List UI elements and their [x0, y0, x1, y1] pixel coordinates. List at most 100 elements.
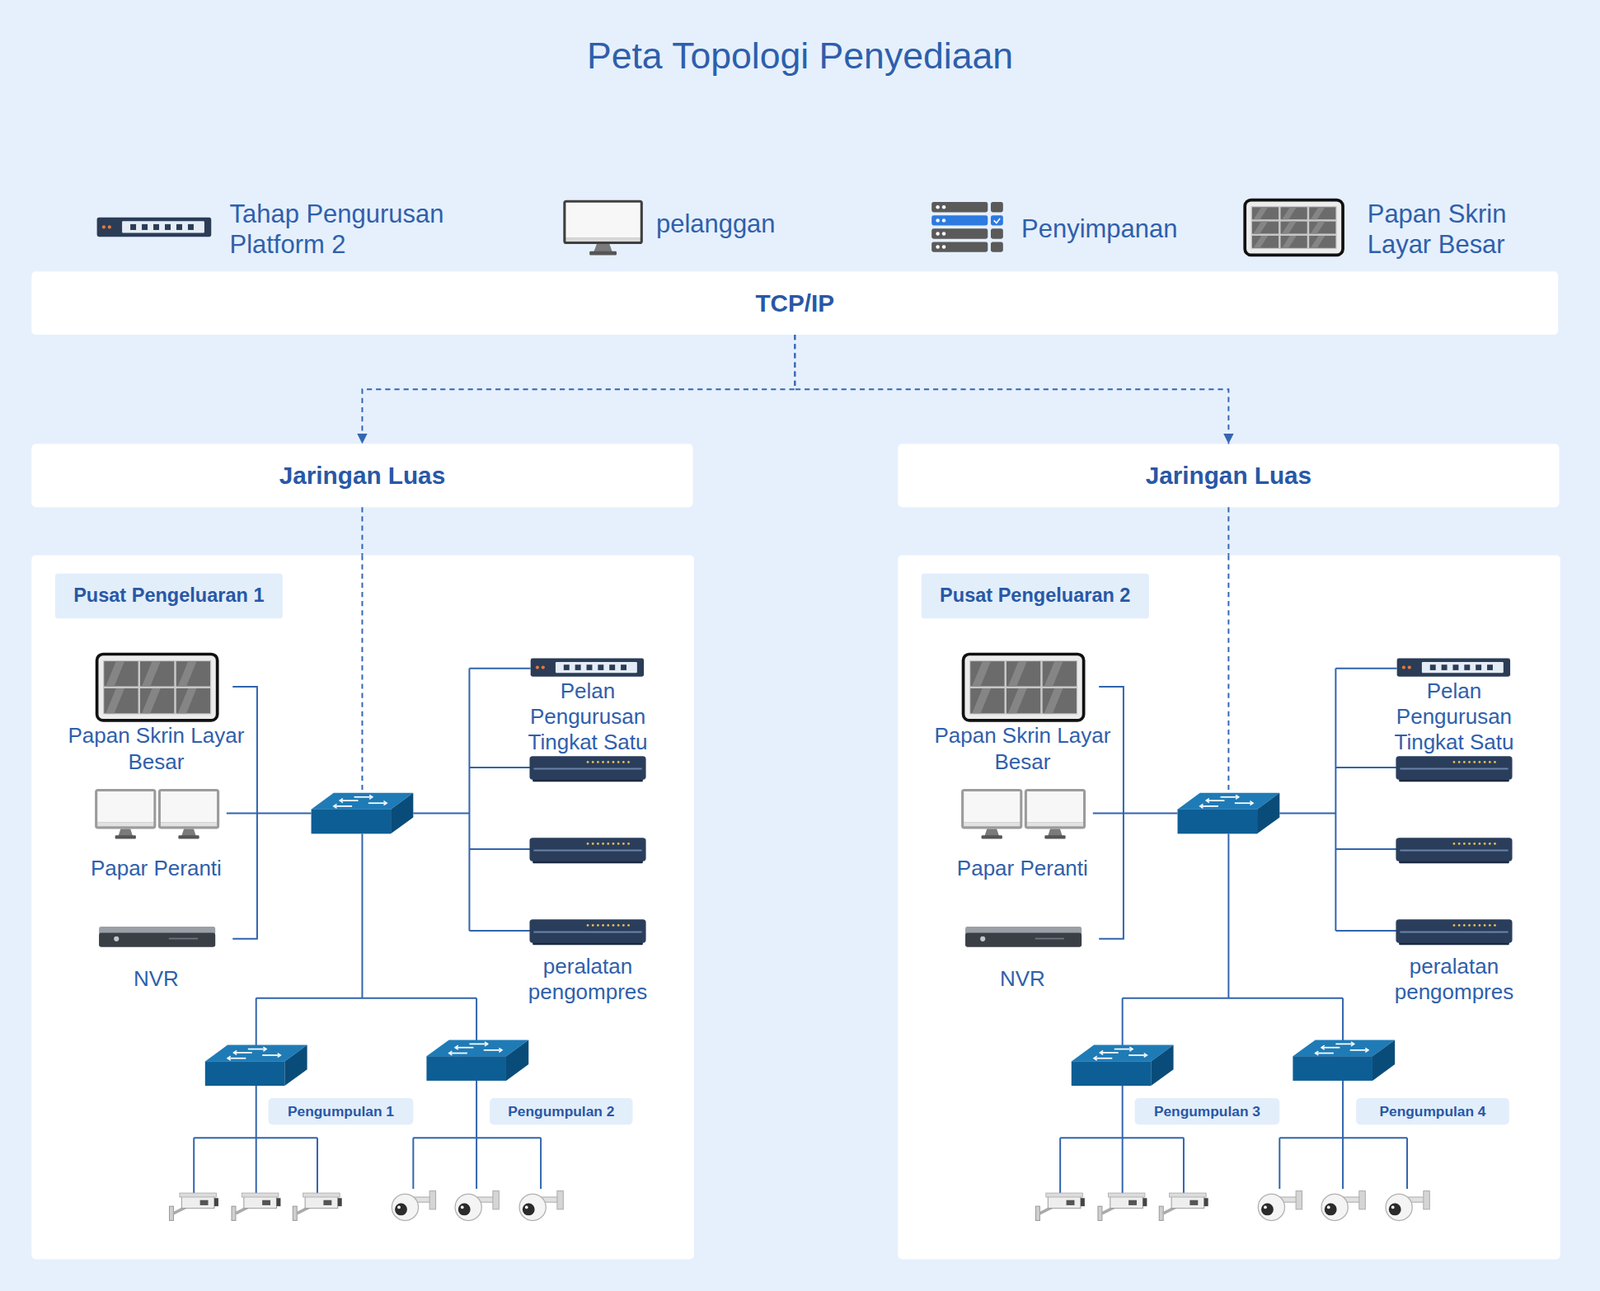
network-switch-icon-part	[426, 1039, 529, 1056]
server-icon-part	[1421, 661, 1504, 673]
node-label: Pengumpulan 3	[1135, 1097, 1281, 1125]
bullet-camera-icon	[231, 1192, 281, 1220]
network-switch-icon-part	[1129, 1046, 1133, 1052]
server-icon-part	[563, 664, 570, 671]
server-icon-part	[1452, 664, 1459, 671]
compressor-icon-part	[1458, 760, 1461, 764]
monitor-icon-part	[963, 791, 1020, 822]
dome-camera-icon-part	[539, 1196, 560, 1202]
video-wall-icon-part	[1280, 206, 1308, 220]
compressor-icon-part	[612, 842, 615, 845]
network-switch-icon-part	[1205, 799, 1225, 802]
compressor-icon-part	[1398, 942, 1510, 946]
video-wall-icon-part	[176, 661, 211, 686]
storage-icon-part	[990, 201, 1004, 212]
compressor-icon-part	[591, 924, 595, 927]
bullet-camera-icon-part	[1066, 1200, 1075, 1206]
network-switch-icon-part	[354, 796, 373, 798]
video-wall-icon-part	[1042, 688, 1077, 714]
network-switch-icon	[426, 1039, 529, 1081]
network-switch-icon-part	[1235, 794, 1239, 799]
monitor-icon-part	[981, 835, 1003, 839]
device: Pelan Pengurusan Tingkat Satu	[1372, 651, 1536, 756]
device: Papan Skrin Layar Besar	[920, 648, 1126, 775]
server-icon-part	[153, 224, 160, 230]
dome-camera-icon-part	[411, 1196, 432, 1202]
dome-camera-icon-part	[1295, 1191, 1302, 1210]
dome-camera-icon-part	[394, 1202, 408, 1216]
server-icon-part	[1407, 665, 1412, 669]
video-wall-icon-part	[1252, 235, 1279, 249]
bullet-camera-icon-part	[181, 1196, 215, 1209]
node-label: Pengumpulan 2	[489, 1097, 633, 1125]
video-wall-icon	[97, 653, 218, 720]
video-wall-icon-part	[1281, 235, 1297, 249]
video-wall-icon-part	[1008, 688, 1028, 714]
compressor-icon-part	[1488, 924, 1492, 927]
compressor-icon-part	[1399, 768, 1508, 770]
compressor-icon-part	[1468, 760, 1471, 764]
compressor-icon-part	[622, 924, 625, 927]
video-wall-icon-part	[1310, 235, 1326, 249]
compressor-icon-part	[1478, 760, 1482, 764]
storage-icon-part	[990, 215, 1004, 226]
compressor-icon-part	[596, 842, 600, 845]
monitor-icon-part	[963, 821, 1020, 826]
compressor-icon-part	[617, 842, 620, 845]
nvr-icon-part	[168, 938, 198, 940]
node-label: Papan Skrin Layar Besar	[1367, 197, 1531, 259]
storage-icon-part	[931, 201, 988, 212]
monitor-icon-part	[97, 791, 154, 822]
compressor-icon-part	[1478, 924, 1482, 927]
node-label: Papan Skrin Layar Besar	[54, 722, 259, 775]
dashed-link-part	[361, 554, 363, 807]
network-cable-part	[469, 766, 531, 769]
network-switch-icon-part	[455, 1046, 474, 1049]
dome-camera-icon-part	[1263, 1205, 1267, 1210]
bullet-camera-icon-part	[303, 1192, 341, 1197]
video-wall-icon-part	[1251, 206, 1338, 249]
storage-icon-part	[931, 215, 988, 226]
video-wall-icon-part	[1252, 235, 1268, 249]
video-wall-icon-part	[140, 661, 174, 686]
video-wall-icon-part	[103, 661, 138, 686]
nvr-icon-part	[965, 926, 1082, 935]
monitor-icon-part	[160, 821, 217, 826]
dome-camera-icon-part	[460, 1205, 465, 1210]
network-cable	[193, 668, 541, 1195]
dome-camera-icon-part	[474, 1196, 496, 1202]
network-switch-icon-part	[205, 1060, 286, 1086]
illustration	[94, 200, 1512, 1221]
network-switch-icon-part	[311, 792, 414, 810]
network-switch-icon-part	[483, 1049, 503, 1052]
network-cable-part	[1406, 1137, 1408, 1189]
group-tag: Pengumpulan 2	[489, 1097, 633, 1125]
compressor-icon-part	[627, 842, 630, 845]
dome-camera-icon-part	[1261, 1202, 1274, 1216]
server-icon	[97, 217, 212, 238]
network-switch-icon-part	[333, 805, 352, 808]
network-switch-icon-part	[227, 1057, 246, 1060]
compressor-icon-part	[1458, 842, 1461, 845]
bullet-camera-icon	[1035, 1192, 1084, 1220]
network-link	[361, 506, 363, 555]
compressor-icon-part	[622, 760, 625, 764]
compressor-icon-part	[586, 842, 590, 845]
network-switch-icon-part	[1365, 1047, 1369, 1052]
network-cable-part	[1059, 1137, 1061, 1194]
network-switch-icon-part	[484, 1041, 488, 1047]
compressor-icon-part	[1473, 924, 1476, 927]
network-switch-icon-part	[383, 801, 387, 806]
group-tag: Pengumpulan 4	[1356, 1097, 1510, 1125]
network-switch-icon	[1177, 792, 1281, 835]
network-cable-part	[475, 1076, 478, 1189]
bullet-camera-icon-part	[173, 1206, 186, 1213]
monitor-icon-part	[1044, 835, 1066, 839]
server-icon-part	[1402, 665, 1406, 669]
storage-icon-part	[935, 244, 939, 249]
bullet-camera-icon-part	[1039, 1206, 1052, 1213]
device: Papan Skrin Layar Besar	[54, 648, 259, 775]
nvr-icon-part	[1035, 938, 1065, 940]
compressor-icon-part	[1453, 760, 1456, 764]
